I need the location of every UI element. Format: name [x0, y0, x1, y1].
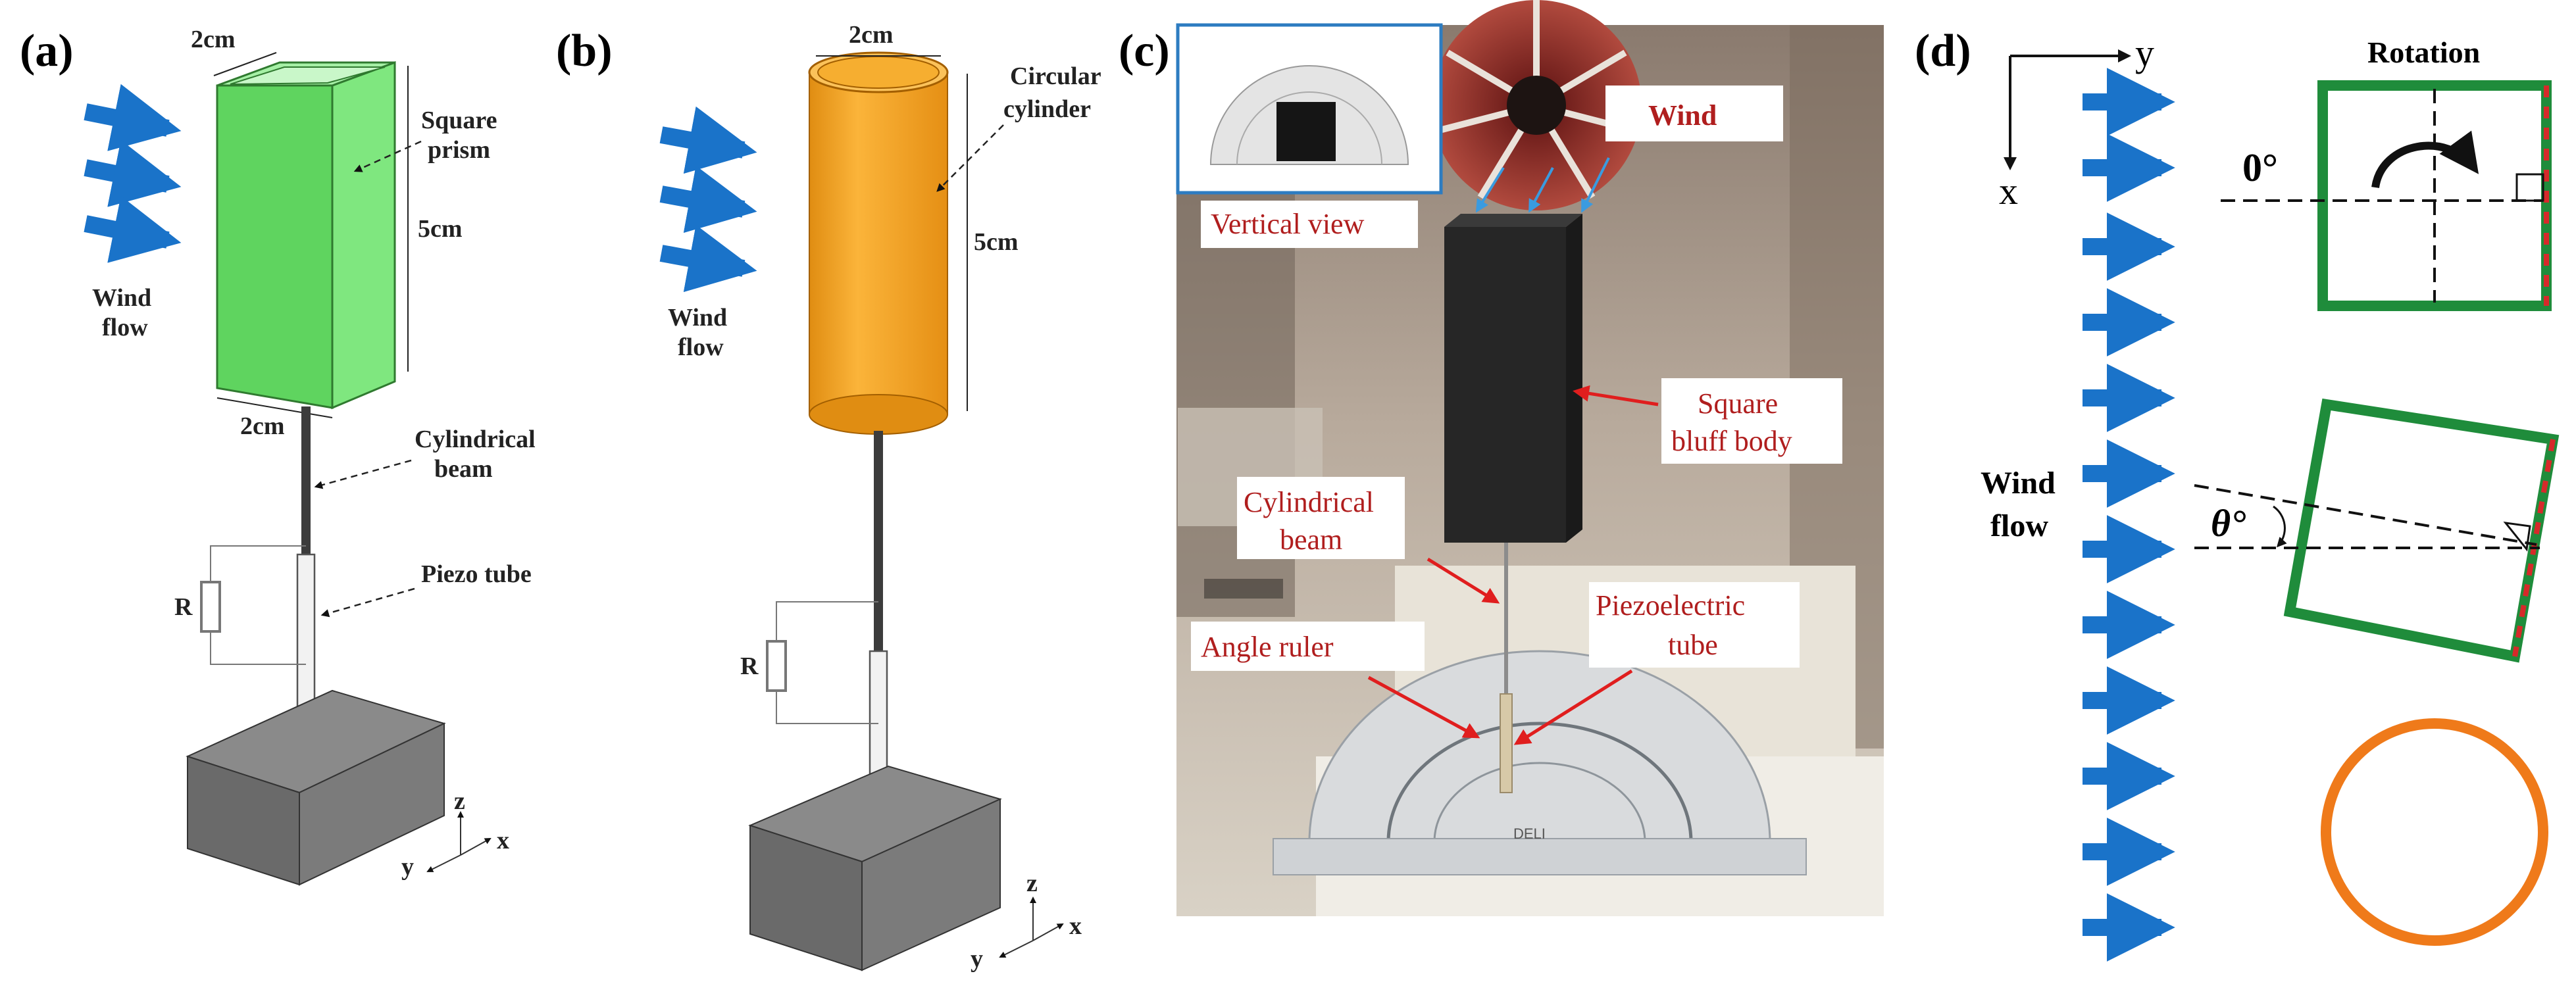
- callout-beam-text-2: beam: [1280, 524, 1342, 556]
- panel-b: (b) Wind flow 2cm 5cm Circular cylinder: [556, 21, 1101, 973]
- angle-ruler-shape: [1308, 650, 1771, 843]
- panel-b-wind-label-1: Wind: [668, 304, 727, 331]
- panel-a-beam-label-2: beam: [434, 455, 493, 483]
- panel-a-dim-bottom: 2cm: [240, 412, 285, 440]
- panel-b-axes: [999, 896, 1064, 958]
- callout-wind: Wind: [1475, 86, 1783, 213]
- zero-angle-label: 0°: [2242, 146, 2278, 189]
- callout-angle-ruler: Angle ruler: [1191, 622, 1480, 739]
- square-prism: [216, 61, 396, 410]
- panel-a-beam-label-1: Cylindrical: [415, 426, 536, 453]
- panel-d-wind-arrows: [2083, 68, 2175, 962]
- callout-vertical-view-text: Vertical view: [1211, 208, 1365, 240]
- panel-d: (d) y x Wind flow Rotation: [1915, 26, 2560, 962]
- callout-bluff-body: Square bluff body: [1573, 378, 1842, 464]
- panel-a-shape-label-2: prism: [428, 136, 490, 164]
- panel-b-base: [748, 765, 1002, 971]
- panel-c: (c): [1119, 0, 1884, 916]
- panel-a-piezo: [296, 553, 316, 720]
- callout-bluff-body-text-2: bluff body: [1671, 425, 1792, 457]
- panel-b-wind-arrows: [659, 106, 757, 293]
- callout-piezo-text-1: Piezoelectric: [1596, 589, 1745, 622]
- circular-cylinder: [808, 51, 949, 435]
- panel-a-beam: [301, 406, 311, 554]
- panel-b-axis-z: z: [1026, 870, 1038, 897]
- callout-vertical-view: Vertical view: [1201, 201, 1418, 248]
- rotation-label: Rotation: [2367, 36, 2480, 69]
- panel-b-axis-y: y: [971, 945, 983, 973]
- circular-section: [2321, 718, 2548, 946]
- panel-b-resistor-label: R: [740, 652, 759, 680]
- callout-angle-ruler-text: Angle ruler: [1201, 631, 1334, 663]
- panel-d-wind-label-2: flow: [1990, 508, 2048, 543]
- callout-wind-text: Wind: [1648, 99, 1717, 132]
- panel-a-axes: [426, 811, 492, 872]
- panel-b-shape-label-1: Circular: [1010, 62, 1101, 90]
- panel-a-resistor: [200, 581, 221, 633]
- panel-b-dim-side: 5cm: [974, 228, 1019, 256]
- panel-b-piezo: [869, 650, 888, 791]
- panel-a-dim-top: 2cm: [191, 26, 236, 53]
- panel-a-label: (a): [20, 26, 74, 76]
- panel-b-beam: [874, 431, 883, 651]
- panel-d-axes: [2004, 49, 2131, 170]
- theta-angle-label: θ°: [2211, 502, 2246, 545]
- panel-d-wind-label-1: Wind: [1981, 466, 2056, 501]
- panel-b-wind-label-2: flow: [678, 333, 724, 361]
- callout-piezo-text-2: tube: [1668, 629, 1718, 661]
- panel-b-dim-top: 2cm: [849, 21, 894, 49]
- callout-beam: Cylindrical beam: [1237, 477, 1500, 604]
- panel-d-axis-x: x: [1999, 170, 2018, 212]
- panel-a-dim-side: 5cm: [418, 215, 463, 243]
- ruler-brand: DELI: [1513, 825, 1546, 842]
- panel-a-piezo-label: Piezo tube: [421, 560, 532, 588]
- panel-a-wind-label-1: Wind: [92, 284, 151, 312]
- fan: [1431, 0, 1642, 210]
- panel-a-axis-y: y: [401, 853, 414, 881]
- panel-c-label: (c): [1119, 26, 1170, 76]
- panel-a-resistor-label: R: [174, 593, 193, 621]
- panel-b-resistor: [766, 640, 787, 692]
- panel-a: (a) Wind flow 2cm 5cm 2cm Square prism C…: [20, 26, 536, 886]
- panel-a-axis-z: z: [454, 787, 465, 815]
- panel-a-wind-label-2: flow: [102, 314, 148, 341]
- square-theta-deg: [2194, 398, 2560, 663]
- panel-a-wind-arrows: [84, 84, 182, 263]
- panel-b-axis-x: x: [1069, 912, 1082, 940]
- panel-d-axis-y: y: [2135, 32, 2154, 74]
- square-bluff-body: [1444, 227, 1566, 543]
- callout-piezo: Piezoelectric tube: [1513, 582, 1800, 745]
- panel-b-shape-label-2: cylinder: [1003, 95, 1091, 123]
- panel-d-label: (d): [1915, 26, 1971, 76]
- panel-a-axis-x: x: [497, 827, 509, 854]
- panel-b-label: (b): [556, 26, 613, 76]
- square-zero-deg: [2221, 80, 2552, 311]
- panel-a-shape-label-1: Square: [421, 107, 497, 134]
- panel-a-base: [186, 689, 446, 886]
- callout-bluff-body-text-1: Square: [1698, 387, 1778, 420]
- vertical-view-inset: [1176, 23, 1443, 195]
- callout-beam-text-1: Cylindrical: [1244, 486, 1374, 518]
